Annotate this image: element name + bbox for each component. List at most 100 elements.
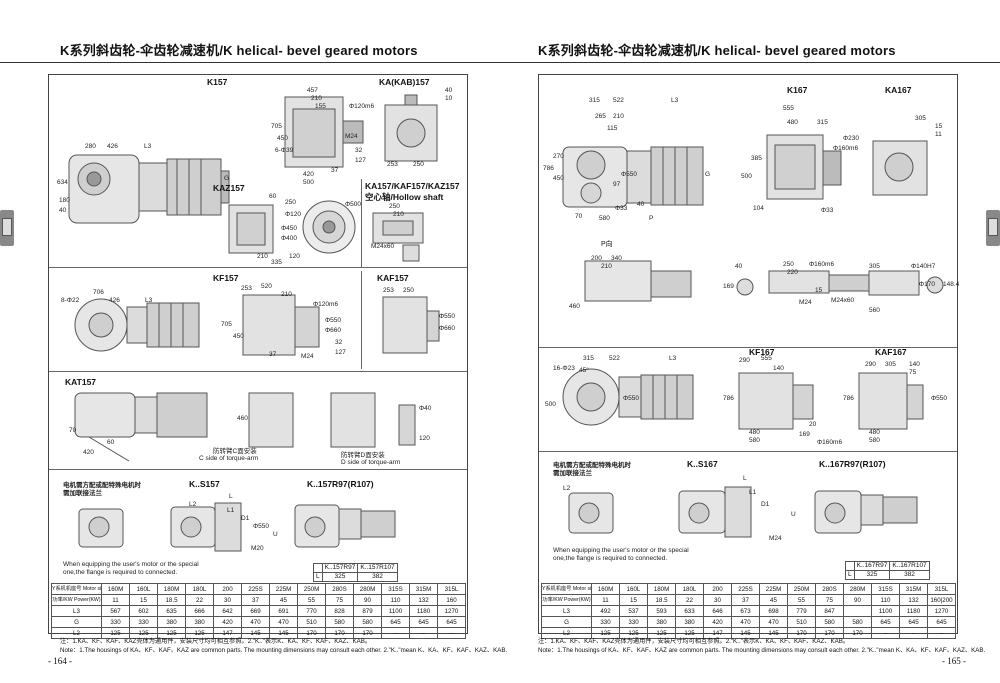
- dim: Φ550: [931, 395, 948, 402]
- model-label-k157: K157: [207, 77, 228, 87]
- dim: Φ230: [843, 135, 860, 142]
- row-header: L2: [51, 627, 102, 639]
- dim: 70: [575, 213, 583, 220]
- dim: 104: [753, 205, 764, 212]
- table-cell: 580: [325, 616, 354, 628]
- table-cell: 1180: [899, 605, 928, 617]
- dim: 706: [93, 289, 104, 296]
- model-label-kaf167: KAF167: [875, 347, 907, 357]
- table-cell: 250M: [297, 583, 326, 595]
- table-cell: 160M: [591, 583, 620, 595]
- dim: 250: [389, 203, 400, 210]
- dim: 8-Φ22: [61, 297, 80, 304]
- divider: [49, 267, 467, 268]
- dim: 37: [269, 351, 277, 358]
- page-number: - 165 -: [942, 656, 966, 666]
- dim: L: [743, 475, 747, 482]
- note-cn: 注：1.KA、KF、KAF、KAZ壳体为通用件，安装尺寸均可相互参照。2."K.…: [60, 638, 372, 645]
- table-cell: K..157R97: [321, 563, 359, 573]
- table-cell: 633: [675, 605, 704, 617]
- dim: M24: [345, 133, 358, 140]
- table-cell: 1180: [409, 605, 438, 617]
- left-drawing-panel: K157 KA(KAB)157 457: [48, 74, 468, 639]
- dim: 450: [553, 175, 564, 182]
- table-cell: 635: [157, 605, 186, 617]
- table-cell: –: [871, 627, 900, 639]
- table-cell: 280S: [815, 583, 844, 595]
- dim: 253: [383, 287, 394, 294]
- table-cell: 45: [759, 594, 788, 606]
- dim: 315: [583, 355, 594, 362]
- table-cell: 225M: [759, 583, 788, 595]
- table-cell: 602: [129, 605, 158, 617]
- table-cell: 315L: [437, 583, 466, 595]
- table-cell: 18.5: [647, 594, 676, 606]
- dim: 140: [773, 365, 784, 372]
- table-cell: L: [845, 570, 855, 580]
- table-cell: 170: [353, 627, 382, 639]
- torque-arm-c-en: C side of torque-arm: [199, 455, 259, 462]
- table-cell: 380: [675, 616, 704, 628]
- row-header: G: [51, 616, 102, 628]
- note-en: Note：1.The housings of KA、KF、KAF、KAZ are…: [60, 647, 508, 654]
- table-cell: 15: [619, 594, 648, 606]
- dim: D1: [761, 501, 770, 508]
- dim: L3: [669, 355, 677, 362]
- model-label-k167r97: K..167R97(R107): [819, 459, 886, 469]
- dim: M24: [799, 299, 812, 306]
- table-cell: 673: [731, 605, 760, 617]
- table-cell: 225M: [269, 583, 298, 595]
- dim: L1: [749, 489, 757, 496]
- table-row: 功率/KW Power(KW) 11 15 18.5 22 30 37 45 5…: [51, 594, 466, 606]
- dim: Φ40: [419, 405, 432, 412]
- divider: [49, 469, 467, 470]
- table-cell: 250M: [787, 583, 816, 595]
- table-cell: 75: [325, 594, 354, 606]
- table-cell: 110: [871, 594, 900, 606]
- model-label-ka157-hollow: KA157/KAF157/KAZ157: [365, 181, 460, 191]
- motor-note-cn-1: 电机需方配或配特殊电机时: [553, 462, 631, 469]
- ks157-drawings: [78, 502, 396, 552]
- table-cell: 325: [853, 570, 891, 580]
- dim: 335: [271, 259, 282, 266]
- row-header: Y系机机座号 Motor size: [51, 583, 102, 595]
- model-label-k167: K167: [787, 85, 808, 95]
- table-cell: 90: [353, 594, 382, 606]
- dim: 155: [315, 103, 326, 110]
- dim: 705: [271, 123, 282, 130]
- table-cell: 45: [269, 594, 298, 606]
- dim: 75: [909, 369, 917, 376]
- dim: 480: [869, 429, 880, 436]
- table-cell: 160M: [101, 583, 130, 595]
- gearbox-icon: [988, 218, 998, 236]
- dim: 522: [613, 97, 624, 104]
- table-cell: 510: [297, 616, 326, 628]
- dim: 180: [59, 197, 70, 204]
- table-cell: [313, 563, 323, 573]
- table-cell: 11: [101, 594, 130, 606]
- right-page-title: K系列斜齿轮-伞齿轮减速机/K helical- bevel geared mo…: [538, 43, 896, 58]
- kr-length-table: K..167R97 K..167R107 L 325 382: [845, 561, 930, 580]
- dim: Φ550: [439, 313, 456, 320]
- row-header: L3: [541, 605, 592, 617]
- table-cell: 1100: [871, 605, 900, 617]
- torque-arm-d-cn: 防转臂D面安装: [341, 452, 385, 459]
- dim: 210: [601, 263, 612, 270]
- dim: 450: [277, 135, 288, 142]
- table-cell: K..157R107: [357, 563, 398, 573]
- dim: Φ120m6: [349, 103, 375, 110]
- dim: 265: [595, 113, 606, 120]
- dim: 786: [543, 165, 554, 172]
- table-cell: 828: [325, 605, 354, 617]
- divider: [539, 451, 957, 452]
- table-cell-value: 200: [942, 596, 953, 604]
- dim: 115: [607, 125, 618, 132]
- dim: Φ550: [623, 395, 640, 402]
- right-drawing-panel: K167 KA167: [538, 74, 959, 639]
- right-header-rule: [500, 62, 1000, 63]
- model-label-k157r97: K..157R97(R107): [307, 479, 374, 489]
- k157-drawings: [68, 94, 438, 224]
- dim: 210: [281, 291, 292, 298]
- dim: 560: [869, 307, 880, 314]
- table-row: G 330 330 380 380 420 470 470 510 580 58…: [51, 616, 466, 628]
